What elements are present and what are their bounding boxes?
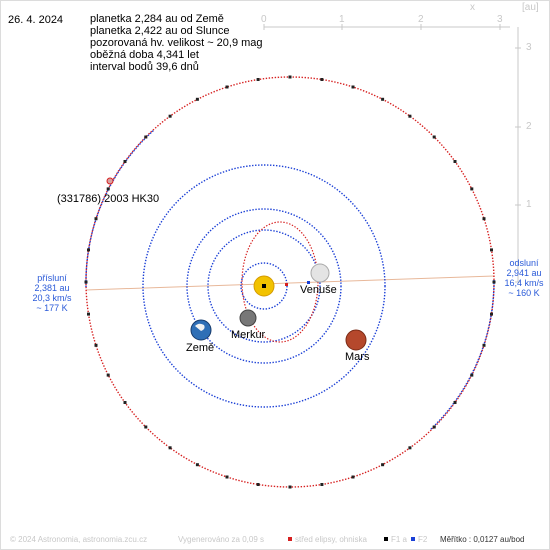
orbit-point [195, 97, 199, 101]
orbit-point [288, 75, 292, 79]
venus-label: Venuše [300, 284, 337, 296]
right-axis [515, 27, 521, 283]
venus-orbit [207, 229, 321, 343]
orbit-point [432, 135, 436, 139]
unit-label: [au] [522, 2, 539, 13]
mars-planet [345, 329, 367, 351]
earth-label: Země [186, 342, 215, 354]
orbit-point [195, 463, 199, 467]
date-label: 26. 4. 2024 [8, 14, 64, 26]
top-tick-1: 1 [339, 14, 345, 25]
orbit-point [94, 343, 98, 347]
orbit-point [490, 248, 493, 252]
orbit-point [123, 401, 127, 404]
copyright: © 2024 Astronomia, astronomia.zcu.cz [10, 535, 148, 544]
right-tick-2: 2 [526, 121, 532, 132]
orbit-point [482, 343, 486, 347]
mars-orbit [142, 164, 386, 408]
top-tick-2: 2 [418, 14, 424, 25]
legend-ellipse: střed elipsy, ohniska [295, 535, 367, 544]
focus-f2-marker [307, 281, 310, 284]
f1-legend-marker [384, 537, 388, 541]
info-distance-earth: planetka 2,284 au od Země [90, 13, 224, 25]
orbit-point [144, 135, 148, 139]
mercury-label: Merkur [231, 329, 266, 341]
perihelion-speed: 20,3 km/s [32, 293, 72, 303]
orbit-point [168, 446, 172, 450]
ellipse-center-legend-marker [288, 537, 292, 541]
mars-label: Mars [345, 351, 370, 363]
orbit-point [288, 485, 292, 489]
orbit-point [381, 97, 385, 101]
orbit-point [453, 160, 457, 163]
orbit-point [94, 217, 98, 221]
info-distance-sun: planetka 2,422 au od Slunce [90, 25, 230, 37]
orbit-point [408, 446, 412, 450]
info-magnitude: pozorovaná hv. velikost ~ 20,9 mag [90, 37, 263, 49]
x-axis-label: x [470, 2, 475, 13]
generated-time: Vygenerováno za 0,09 s [178, 535, 264, 544]
earth-orbit [186, 208, 342, 364]
right-tick-3: 3 [526, 42, 532, 53]
orbit-point [492, 280, 496, 284]
apsis-line [85, 275, 495, 291]
orbit-point [106, 373, 110, 377]
info-interval: interval bodů 39,6 dnů [90, 61, 199, 73]
asteroid-orbit-below-ecliptic [85, 129, 155, 288]
orbit-point [123, 160, 127, 163]
top-tick-0: 0 [261, 14, 267, 25]
asteroid-orbit-below-ecliptic-2 [429, 279, 495, 431]
orbit-point [470, 373, 474, 377]
top-axis [263, 24, 510, 30]
ellipse-center-marker [285, 283, 288, 286]
orbit-point [432, 425, 436, 429]
perihelion-distance: 2,381 au [34, 283, 70, 293]
perihelion-temp: ~ 177 K [36, 303, 68, 313]
aphelion-speed: 16,4 km/s [504, 278, 544, 288]
asteroid-label: (331786) 2003 HK30 [57, 193, 160, 205]
orbit-point [320, 78, 324, 81]
orbit-point [351, 475, 355, 479]
orbit-point [453, 401, 457, 404]
asteroid-marker [106, 177, 114, 185]
perihelion-title: přísluní [37, 273, 67, 283]
mercury-planet [239, 309, 257, 327]
earth-clouds [195, 323, 205, 331]
aphelion-info: odsluní 2,941 au 16,4 km/s ~ 160 K [498, 258, 550, 298]
orbit-point [320, 483, 324, 486]
orbit-point [408, 114, 412, 118]
info-period: oběžná doba 4,341 let [90, 49, 199, 61]
legend-f1: F1 a [391, 535, 408, 544]
orbit-point [225, 475, 229, 479]
venus-planet [310, 263, 330, 283]
orbit-point [144, 425, 148, 429]
aphelion-distance: 2,941 au [506, 268, 542, 278]
orbit-point [351, 85, 355, 89]
scale-label: Měřítko : 0,0127 au/bod [440, 535, 525, 544]
orbit-point [106, 187, 110, 191]
orbit-point [490, 312, 493, 316]
orbit-point [256, 483, 260, 486]
orbit-point [225, 85, 229, 89]
orbit-point [381, 463, 385, 467]
orbit-point [87, 248, 90, 252]
sun-center-marker [262, 284, 266, 288]
legend-f2: F2 [418, 535, 428, 544]
aphelion-title: odsluní [509, 258, 539, 268]
aphelion-temp: ~ 160 K [508, 288, 540, 298]
orbit-interval-points [84, 75, 496, 489]
orbit-point [256, 78, 260, 81]
orbit-point [84, 280, 88, 284]
orbit-point [87, 312, 90, 316]
orbit-point [470, 187, 474, 191]
right-tick-1: 1 [526, 199, 532, 210]
perihelion-info: přísluní 2,381 au 20,3 km/s ~ 177 K [22, 273, 82, 313]
top-tick-3: 3 [497, 14, 503, 25]
orbit-point [168, 114, 172, 118]
orbit-point [482, 217, 486, 221]
f2-legend-marker [411, 537, 415, 541]
